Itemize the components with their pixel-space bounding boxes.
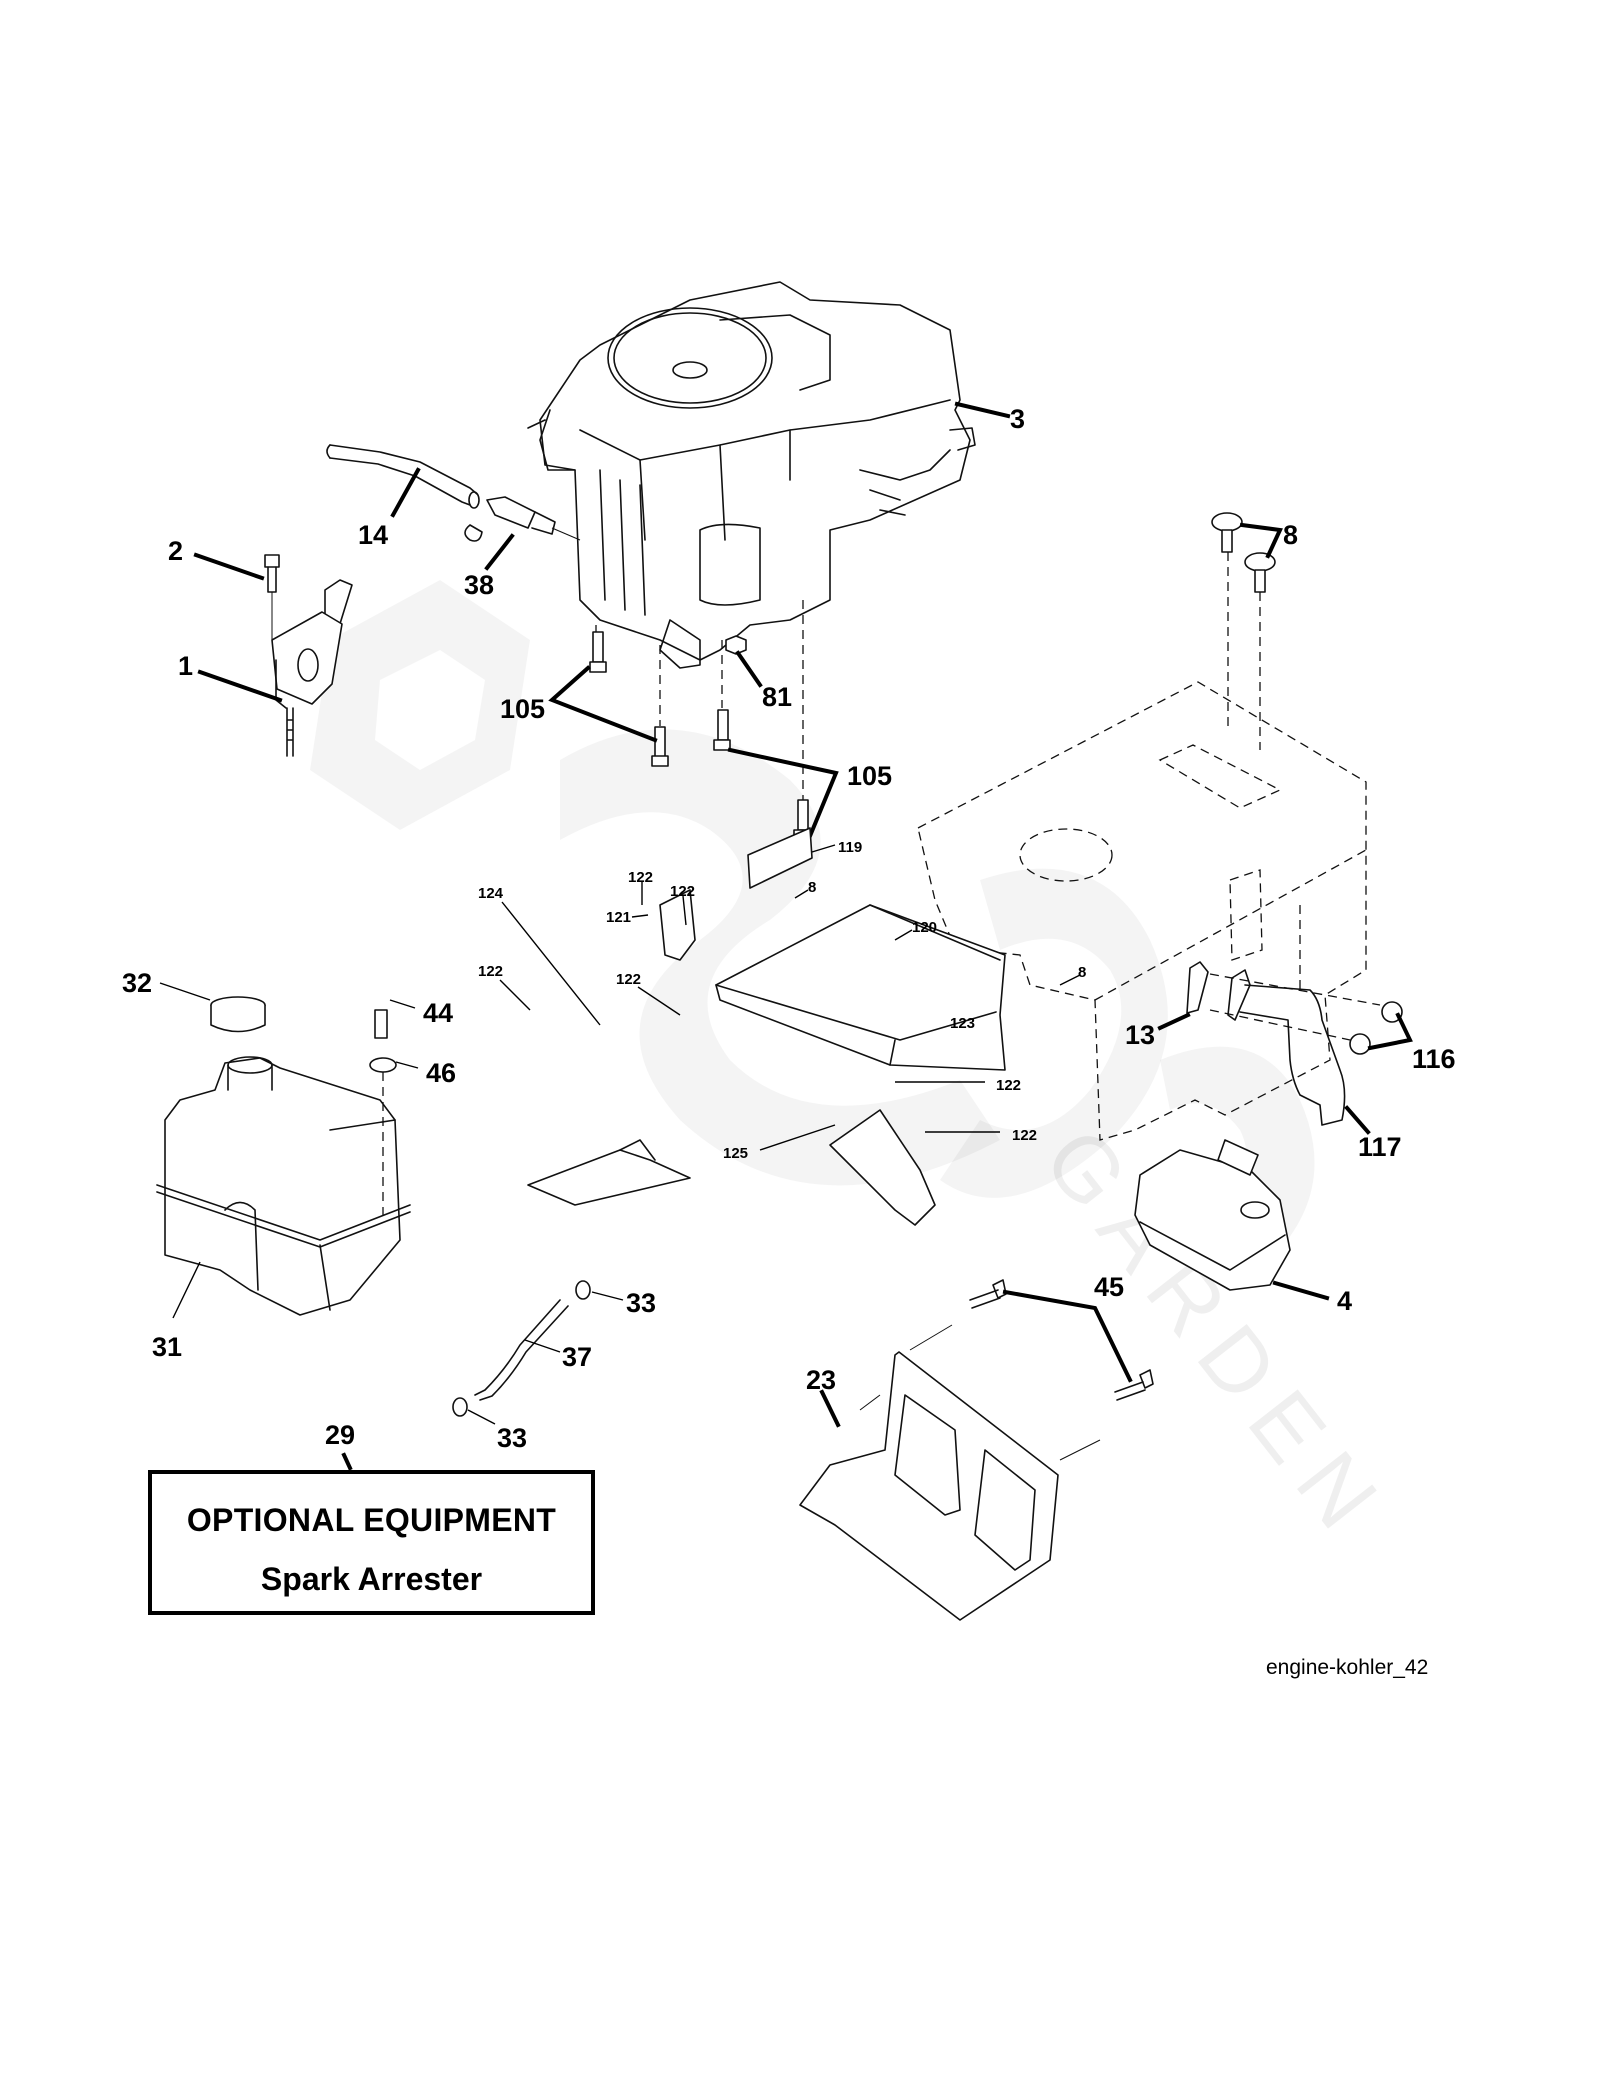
callout-screw-throttle[interactable]: 2 xyxy=(168,536,183,566)
leader-3 xyxy=(954,401,1011,419)
leader-105-right xyxy=(727,747,839,839)
leader-38 xyxy=(484,533,515,571)
callout-throttle-control[interactable]: 1 xyxy=(178,651,193,681)
leader-117 xyxy=(1344,1105,1371,1135)
leader-46 xyxy=(395,1061,419,1069)
callout-shield-125[interactable]: 125 xyxy=(723,1145,748,1162)
leader-119 xyxy=(811,844,836,853)
throttle-control-illustration xyxy=(264,554,353,757)
callout-screw-122-c[interactable]: 122 xyxy=(478,963,503,980)
leader-116 xyxy=(1367,1012,1413,1051)
exhaust-illustration xyxy=(1134,961,1403,1291)
callout-engine[interactable]: 3 xyxy=(1010,404,1025,434)
callout-bolt-right[interactable]: 105 xyxy=(847,761,892,791)
leader-33-bottom xyxy=(467,1409,496,1425)
leader-122-d xyxy=(637,986,681,1016)
leader-8-frame xyxy=(1059,974,1081,986)
fuel-hose-illustration xyxy=(452,1280,591,1417)
callout-nut-81[interactable]: 81 xyxy=(762,682,792,712)
muffler-guard-illustration xyxy=(799,1279,1154,1621)
leader-81 xyxy=(735,650,763,688)
callout-heat-shield-119[interactable]: 119 xyxy=(838,839,862,856)
callout-gasket-13[interactable]: 13 xyxy=(1125,1020,1155,1050)
callout-bolt-left[interactable]: 105 xyxy=(500,694,545,724)
leader-29 xyxy=(341,1452,353,1471)
callout-muffler-guard-23[interactable]: 23 xyxy=(806,1365,836,1395)
engine-illustration xyxy=(527,281,976,669)
callout-clip-121[interactable]: 121 xyxy=(606,909,631,926)
watermark-logo xyxy=(310,580,1315,1260)
leader-4 xyxy=(1272,1280,1330,1301)
leader-8-top xyxy=(1239,522,1283,559)
callout-fuel-tank[interactable]: 31 xyxy=(152,1332,182,1362)
callout-fuel-cap[interactable]: 32 xyxy=(122,968,152,998)
callout-clamp-33-bottom[interactable]: 33 xyxy=(497,1423,527,1453)
diagram-reference-code: engine-kohler_42 xyxy=(1266,1656,1429,1679)
leader-37 xyxy=(524,1339,561,1353)
spark-arrester-label: Spark Arrester xyxy=(260,1561,483,1597)
callout-muffler-4[interactable]: 4 xyxy=(1337,1286,1352,1316)
leader-14 xyxy=(390,467,421,518)
leader-31 xyxy=(172,1261,201,1319)
leader-45 xyxy=(1002,1289,1133,1383)
callout-bracket-120[interactable]: 120 xyxy=(912,919,937,936)
callout-screw-44[interactable]: 44 xyxy=(423,998,453,1028)
callout-fuel-filter[interactable]: 38 xyxy=(464,570,494,600)
callout-bolt-8-frame[interactable]: 8 xyxy=(1078,964,1086,981)
leader-1 xyxy=(197,669,283,703)
callout-clamp-33-top[interactable]: 33 xyxy=(626,1288,656,1318)
callout-screw-122-b[interactable]: 122 xyxy=(670,883,695,900)
leader-125 xyxy=(759,1124,836,1151)
fuel-tank-illustration xyxy=(156,996,411,1316)
callout-washer-46[interactable]: 46 xyxy=(426,1058,456,1088)
callout-screw-122-a[interactable]: 122 xyxy=(628,869,653,886)
frame-bolts-illustration xyxy=(1211,512,1276,750)
callout-hose-37[interactable]: 37 xyxy=(562,1342,592,1372)
callout-exhaust-pipe-117[interactable]: 117 xyxy=(1358,1132,1402,1162)
callout-bolt-8-small[interactable]: 8 xyxy=(808,879,816,896)
callout-screw-122-d[interactable]: 122 xyxy=(616,971,641,988)
callout-deflector-124[interactable]: 124 xyxy=(478,885,504,902)
leader-105-left xyxy=(548,665,658,743)
leader-124 xyxy=(501,901,601,1026)
callout-optional-29[interactable]: 29 xyxy=(325,1420,355,1450)
leader-2 xyxy=(193,552,265,581)
leader-120 xyxy=(894,929,913,941)
leader-13 xyxy=(1157,1012,1191,1031)
callout-bolts-top-right[interactable]: 8 xyxy=(1283,520,1298,550)
mounting-brackets-illustration xyxy=(527,827,1006,1226)
leader-44 xyxy=(389,999,416,1009)
leader-122-c xyxy=(499,979,531,1011)
leader-33-top xyxy=(591,1291,624,1301)
leader-23 xyxy=(819,1389,841,1428)
callout-screw-122-e[interactable]: 122 xyxy=(996,1077,1021,1094)
optional-equipment-box: OPTIONAL EQUIPMENT Spark Arrester xyxy=(148,1470,595,1615)
leader-32 xyxy=(159,982,211,1001)
callout-nut-116[interactable]: 116 xyxy=(1412,1044,1456,1074)
callout-screw-122-f[interactable]: 122 xyxy=(1012,1127,1037,1144)
callout-bolt-123[interactable]: 123 xyxy=(950,1015,975,1032)
callout-bolts-45[interactable]: 45 xyxy=(1094,1272,1124,1302)
leader-121 xyxy=(631,914,649,918)
optional-equipment-heading: OPTIONAL EQUIPMENT xyxy=(186,1502,557,1538)
leader-122-b xyxy=(682,895,687,926)
leader-8-small xyxy=(794,889,809,899)
callout-fuel-line[interactable]: 14 xyxy=(358,520,388,550)
